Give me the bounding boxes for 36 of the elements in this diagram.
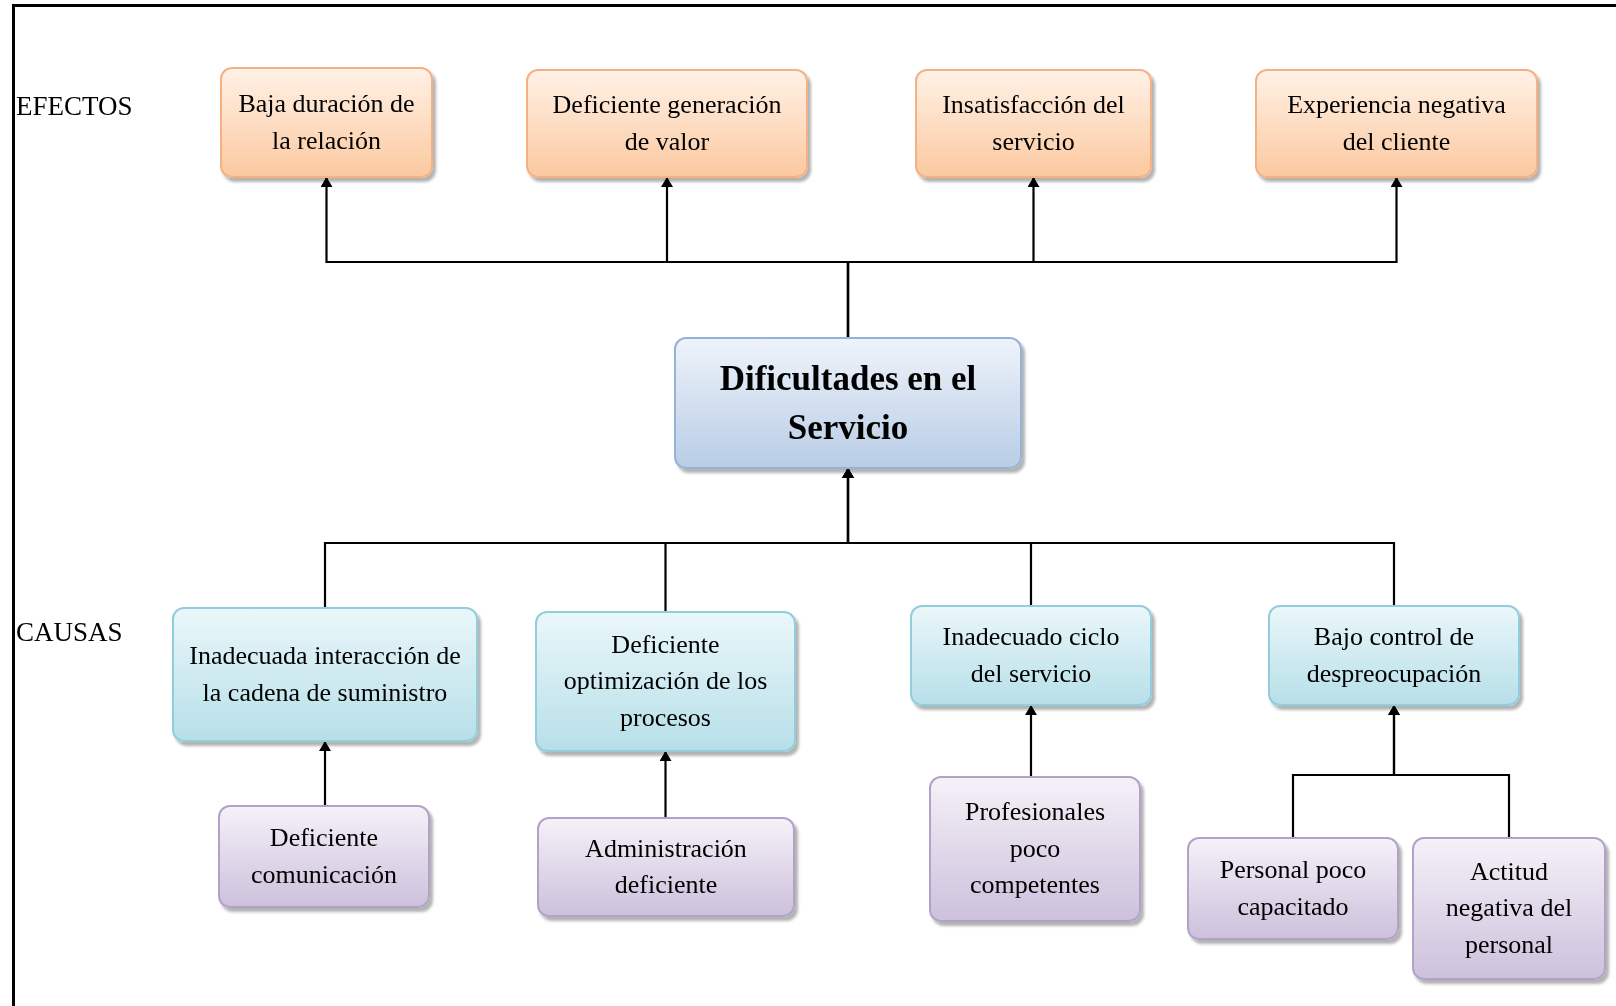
node-text: Inadecuado ciclo del servicio [941, 621, 1121, 690]
arrow [659, 751, 672, 817]
node-text: Personal poco capacitado [1218, 854, 1368, 923]
arrow [1388, 705, 1511, 837]
effect-box [1255, 69, 1538, 178]
cause-box [910, 605, 1152, 706]
arrow [319, 741, 331, 805]
node-text: Deficiente generación de valor [551, 89, 783, 158]
effect-box [220, 67, 433, 178]
node-text: Insatisfacción del servicio [941, 89, 1126, 158]
arrow [846, 177, 1403, 337]
subcause-box [1412, 837, 1606, 980]
node-text: Administración deficiente [584, 832, 748, 901]
node-text: Profesionales poco competentes [963, 796, 1107, 902]
section-label: EFECTOS [16, 90, 133, 123]
node-text: Baja duración de la relación [237, 88, 416, 157]
node-text: Dificultades en el Servicio [718, 358, 978, 449]
node-text: Deficiente comunicación [250, 822, 398, 891]
subcause-box [929, 776, 1141, 922]
subcause-box [1187, 837, 1399, 940]
effect-box [526, 69, 808, 178]
section-label: CAUSAS [16, 616, 123, 649]
node-text: Experiencia negativa del cliente [1286, 89, 1507, 158]
cause-box [172, 607, 478, 742]
arrow [1025, 705, 1037, 776]
subcause-box [537, 817, 795, 917]
node-text: Inadecuada interacción de la cadena de suministro [188, 640, 462, 709]
node-text: Actitud negativa del personal [1444, 855, 1574, 961]
arrow [842, 468, 1396, 605]
node-text: Bajo control de despreocupación [1305, 621, 1483, 690]
problem-box [674, 337, 1022, 469]
cause-box [1268, 605, 1520, 706]
subcause-box [218, 805, 430, 908]
effect-box [915, 69, 1152, 178]
node-text: Deficiente optimización de los procesos [562, 628, 769, 734]
cause-box [535, 611, 796, 752]
